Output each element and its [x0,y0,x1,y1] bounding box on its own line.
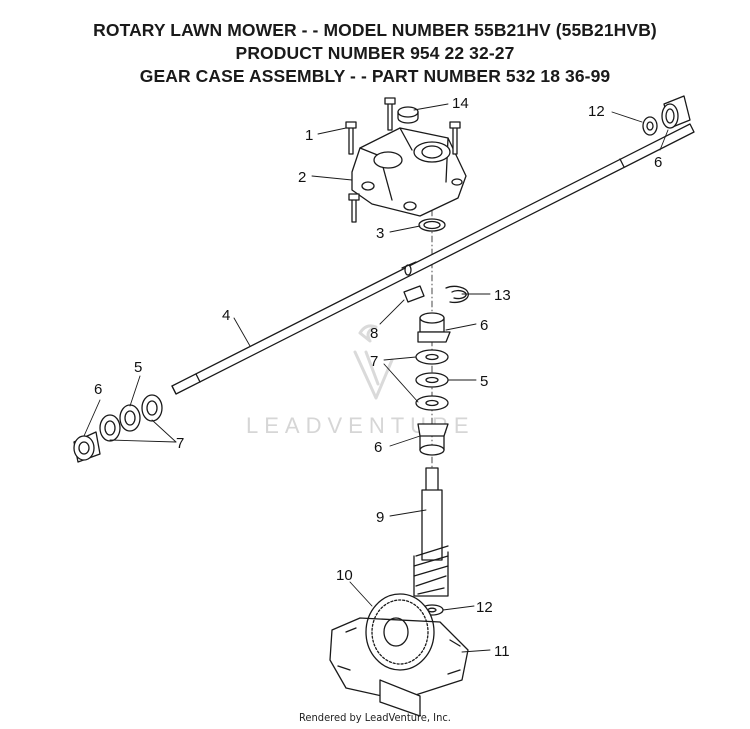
bearing-upper [417,312,451,343]
callout-7-center: 7 [370,353,378,370]
product-number: PRODUCT NUMBER 954 22 32-27 [235,43,515,63]
bearing-lower [417,423,449,456]
washer-stack [415,349,449,411]
long-shaft [171,123,695,395]
callout-9: 9 [376,509,384,526]
oil-seal [418,218,446,232]
callout-1: 1 [305,127,313,144]
leader-lines [83,103,669,653]
right-end-bearing [642,95,691,136]
plug-cap [397,106,419,124]
key-and-clip [403,285,470,304]
gear-case-housing [329,617,469,717]
callout-4: 4 [222,307,230,324]
gear-case-cover [351,127,467,217]
callout-12-lower: 12 [476,599,493,616]
callout-7-left: 7 [176,435,184,452]
worm-gear [365,593,435,671]
callout-6-left: 6 [94,381,102,398]
callout-12-upper: 12 [588,103,605,120]
callout-3: 3 [376,225,384,242]
callout-5-right: 5 [480,373,488,390]
worm-shaft [413,467,449,597]
callout-11: 11 [494,643,510,660]
left-end-bearing [73,394,163,463]
callout-6-upper: 6 [480,317,488,334]
bolts [345,97,461,223]
callout-14: 14 [452,95,469,112]
callout-8: 8 [370,325,378,342]
callout-6-right: 6 [654,154,662,171]
callout-6-lower: 6 [374,439,382,456]
callout-2: 2 [298,169,306,186]
diagram-title: ROTARY LAWN MOWER - - MODEL NUMBER 55B21… [93,20,657,40]
assembly-part-number: GEAR CASE ASSEMBLY - - PART NUMBER 532 1… [139,66,611,86]
callout-10: 10 [336,567,353,584]
footer-credit: Rendered by LeadVenture, Inc. [299,711,451,724]
callout-13: 13 [494,287,511,304]
callout-5-left: 5 [134,359,142,376]
